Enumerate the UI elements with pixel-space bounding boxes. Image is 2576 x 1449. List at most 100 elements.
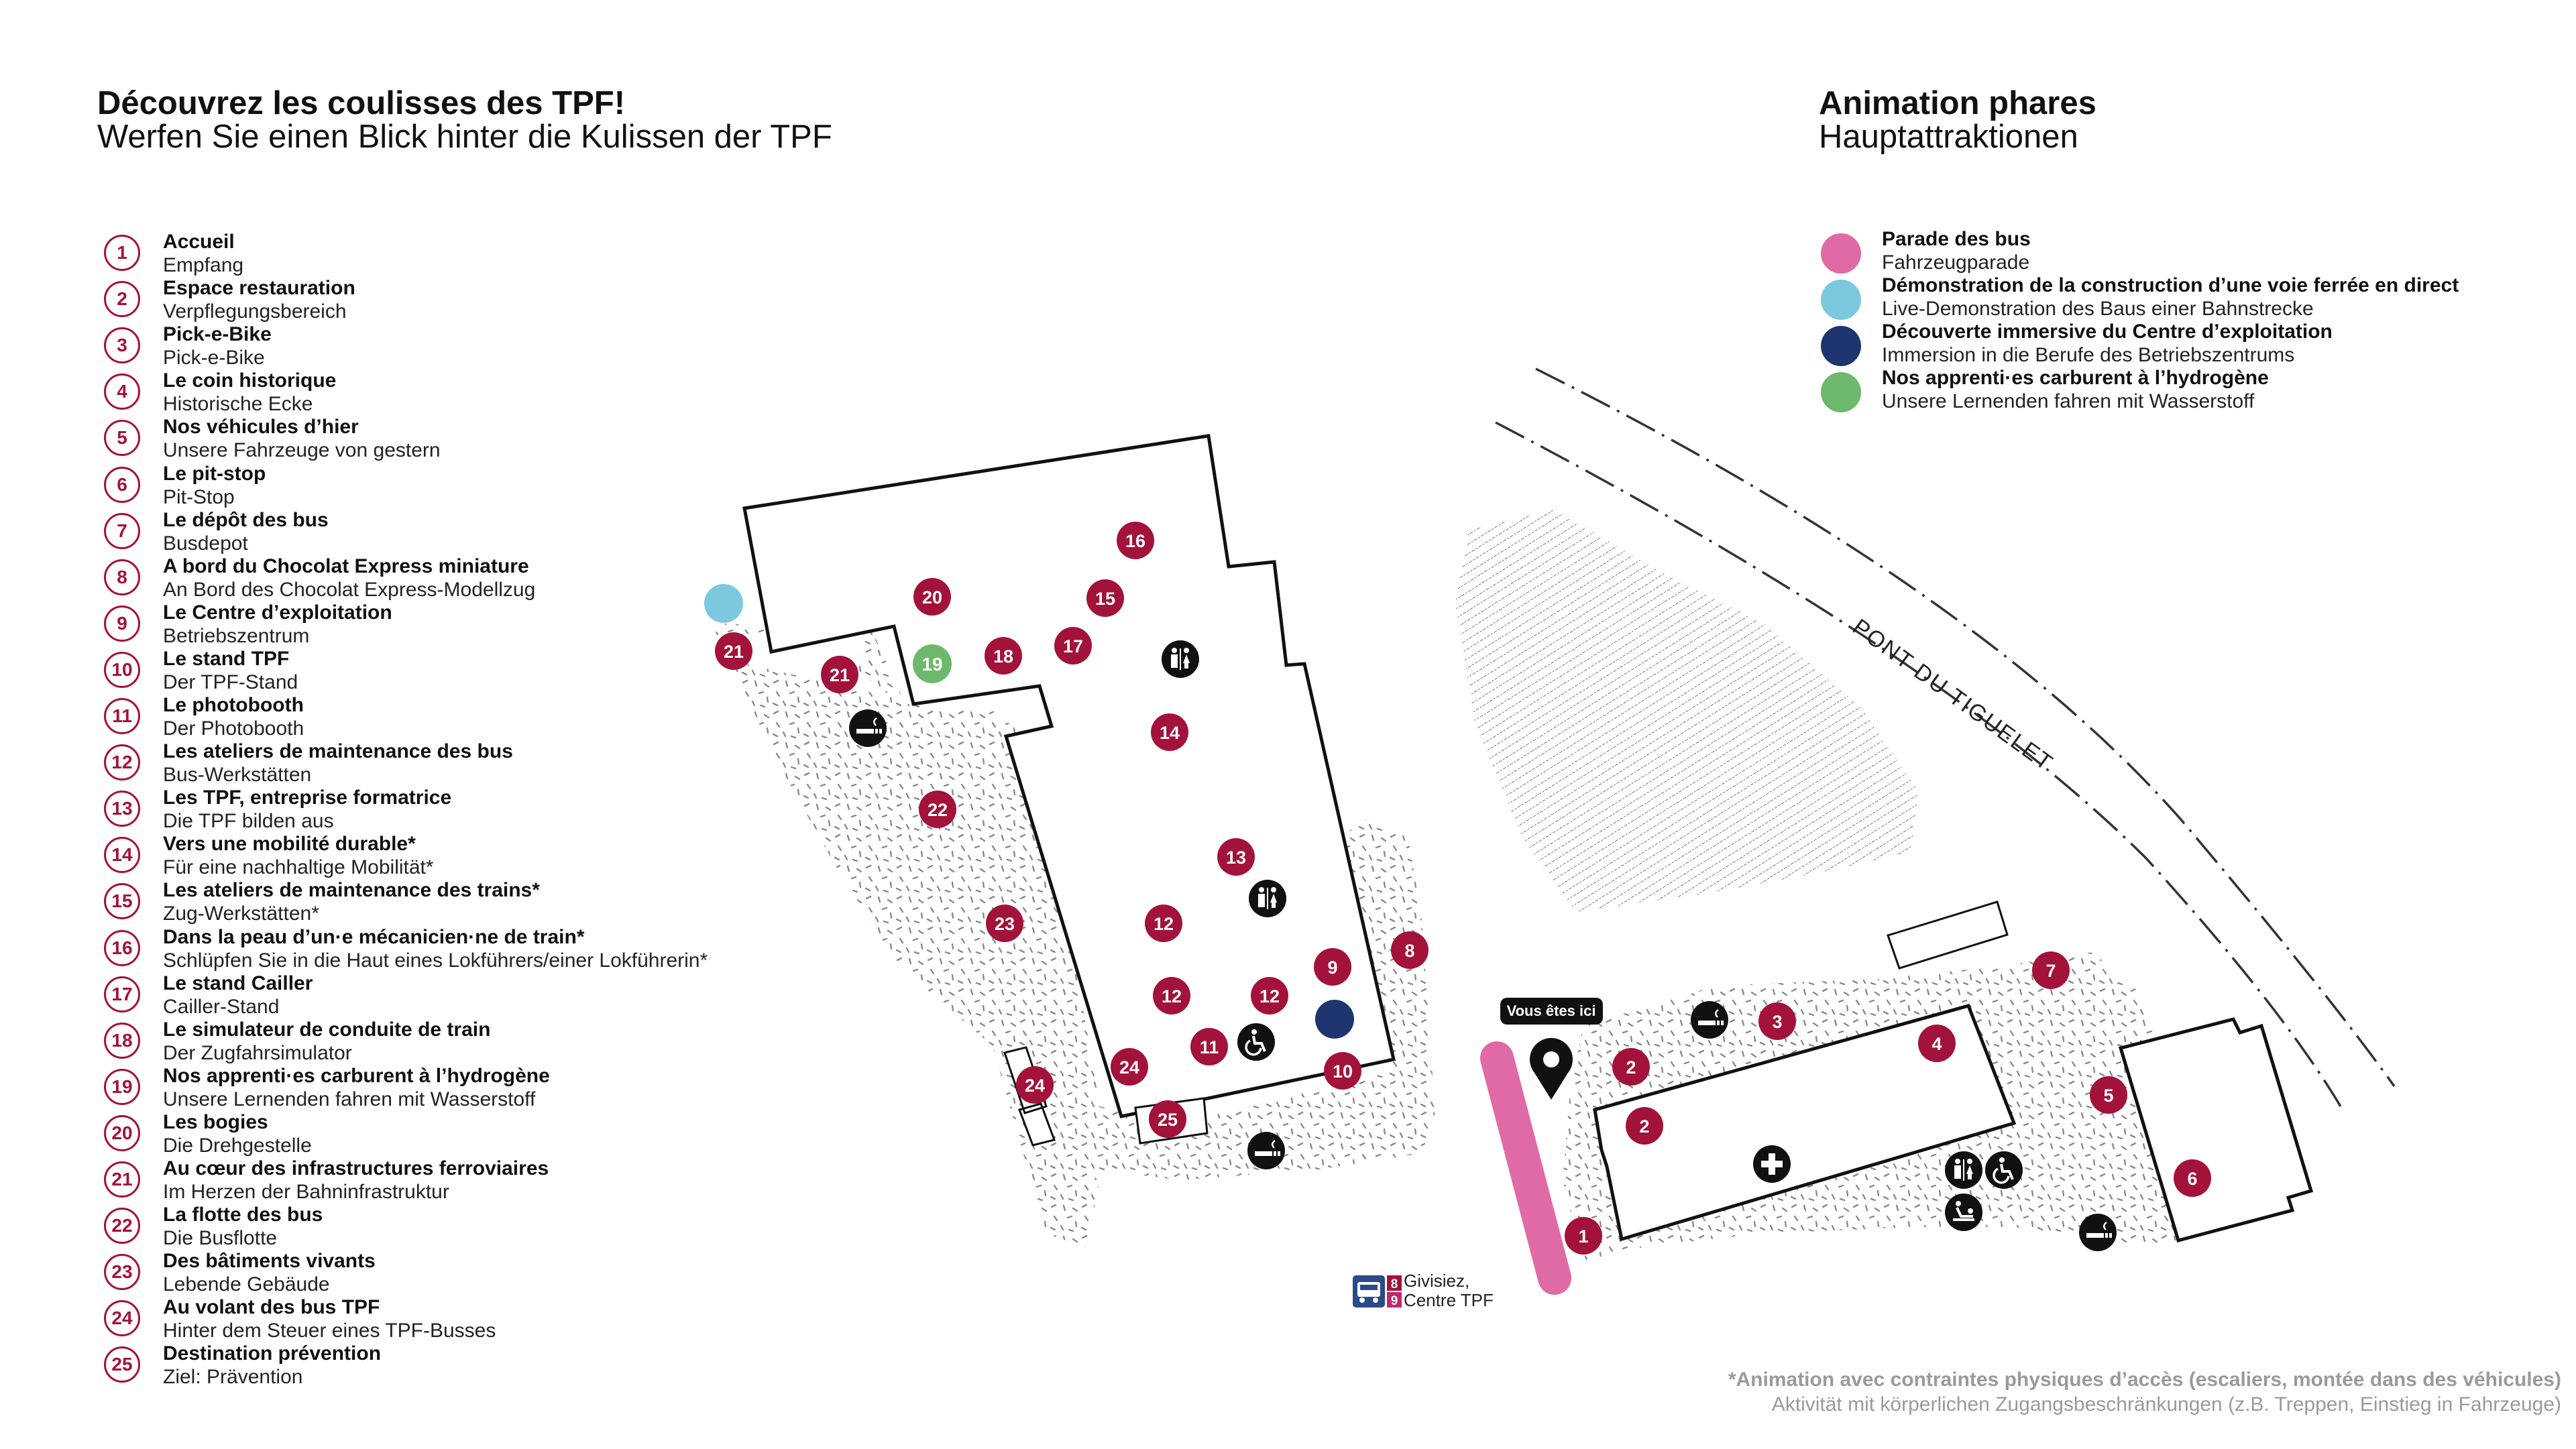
smoking-icon [849,709,887,747]
svg-text:2: 2 [1626,1057,1636,1078]
legend-label-de: Schlüpfen Sie in die Haut eines Lokführe… [163,949,708,972]
railway-line-north [1535,367,2396,1088]
map-marker-8[interactable]: 8 [1391,931,1429,969]
map-marker-9[interactable]: 9 [1314,948,1351,986]
legend-label-fr: A bord du Chocolat Express miniature [163,555,529,577]
legend-number-badge: 6 [104,466,140,503]
legend-number-badge: 16 [104,929,140,966]
legend-label-de: Lebende Gebäude [163,1273,330,1296]
map-marker-6[interactable]: 6 [2174,1159,2211,1197]
wheelchair-icon [1237,1023,1275,1061]
legend-label-fr: Nos véhicules d’hier [163,416,359,439]
attraction-label-fr: Nos apprenti·es carburent à l’hydrogène [1882,367,2269,389]
map-marker-12[interactable]: 12 [1251,977,1288,1015]
legend-number-badge: 10 [104,651,140,688]
map-marker-21[interactable]: 21 [715,632,752,670]
legend-label-de: Unsere Lernenden fahren mit Wasserstoff [163,1088,536,1110]
legend-label-de: Bus-Werkstätten [163,764,312,787]
legend-number-badge: 5 [104,420,140,457]
bus-parade-route [1480,1041,1571,1295]
map-marker-11[interactable]: 11 [1190,1028,1228,1065]
map-marker-18[interactable]: 18 [985,637,1022,675]
map-marker-22[interactable]: 22 [919,791,956,828]
attractions-title: Animation phares [1819,85,2096,121]
legend-number-badge: 23 [104,1254,140,1291]
footnote-de: Aktivität mit körperlichen Zugangsbeschr… [1771,1393,2561,1415]
map-marker-23[interactable]: 23 [986,905,1023,942]
svg-text:8: 8 [1404,941,1414,961]
operations-center-dot [1315,1000,1354,1039]
legend-label-fr: La flotte des bus [163,1204,323,1226]
map-marker-3[interactable]: 3 [1758,1002,1796,1040]
map-marker-13[interactable]: 13 [1217,838,1255,876]
legend-label-fr: Vers une mobilité durable* [163,833,416,856]
legend-label-fr: Les TPF, entreprise formatrice [163,787,452,809]
map-marker-25[interactable]: 25 [1149,1100,1186,1138]
annex-building [1887,901,2009,970]
legend-number-badge: 21 [104,1161,140,1198]
baby-changing-icon [1945,1194,1982,1231]
legend-label-de: Pit-Stop [163,485,235,508]
bus-line-9: 9 [1391,1294,1398,1308]
page-subtitle: Werfen Sie einen Blick hinter die Kuliss… [97,119,832,155]
attraction-label-fr: Découverte immersive du Centre d’exploit… [1882,321,2333,343]
bus-stop: 8 9 [1353,1275,1402,1308]
svg-text:7: 7 [2046,961,2056,981]
map-marker-24[interactable]: 24 [1111,1048,1148,1086]
map-marker-4[interactable]: 4 [1918,1025,1956,1062]
legend-label-fr: Nos apprenti·es carburent à l’hydrogène [163,1064,550,1087]
svg-text:17: 17 [1063,636,1083,656]
legend-number-badge: 20 [104,1114,140,1151]
legend-number-badge: 1 [104,235,140,271]
svg-text:2: 2 [1639,1116,1649,1137]
svg-text:23: 23 [995,914,1015,934]
hydrogen-dot: 19 [913,644,952,683]
legend-label-de: Die Busflotte [163,1227,278,1250]
svg-text:24: 24 [1025,1076,1045,1096]
map-marker-17[interactable]: 17 [1054,627,1092,664]
map-marker-15[interactable]: 15 [1086,579,1124,617]
svg-text:20: 20 [922,587,942,607]
map-marker-14[interactable]: 14 [1151,713,1188,751]
legend-number-badge: 8 [104,559,140,595]
map-marker-1[interactable]: 1 [1565,1217,1602,1255]
map-marker-20[interactable]: 20 [913,578,951,616]
svg-text:15: 15 [1095,589,1115,609]
legend-label-de: Hinter dem Steuer eines TPF-Busses [163,1320,496,1342]
map-marker-7[interactable]: 7 [2032,951,2070,989]
map-marker-2[interactable]: 2 [1612,1048,1650,1086]
map-marker-2[interactable]: 2 [1626,1107,1663,1145]
map-marker-24[interactable]: 24 [1016,1066,1054,1104]
map-marker-10[interactable]: 10 [1324,1052,1361,1090]
svg-text:3: 3 [1772,1012,1782,1032]
legend-number-badge: 24 [104,1300,140,1337]
map-marker-21[interactable]: 21 [821,656,858,693]
bus-stop-name-line2: Centre TPF [1404,1290,1494,1310]
svg-text:24: 24 [1119,1057,1139,1078]
map-marker-5[interactable]: 5 [2090,1076,2127,1114]
legend-number-badge: 11 [104,698,140,734]
legend-label-fr: Espace restauration [163,277,355,300]
map-marker-12[interactable]: 12 [1145,905,1182,942]
railway-demo-dot [704,584,743,623]
legend-number-badge: 12 [104,744,140,781]
svg-text:5: 5 [2103,1086,2113,1106]
legend-number-badge: 3 [104,327,140,364]
legend-label-fr: Le stand Cailler [163,972,313,994]
paved-area-west [711,624,1435,1247]
map-marker-12[interactable]: 12 [1153,977,1190,1015]
attraction-color-dot [1821,372,1861,412]
map-marker-16[interactable]: 16 [1117,522,1154,559]
svg-text:1: 1 [1578,1226,1588,1247]
legend-number-badge: 22 [104,1208,140,1244]
legend-number-badge: 15 [104,883,140,920]
legend-label-fr: Le coin historique [163,369,337,392]
svg-text:19: 19 [921,654,942,675]
svg-text:11: 11 [1200,1037,1219,1057]
legend-label-de: Der Photobooth [163,717,304,740]
legend-label-fr: Le Centre d’exploitation [163,601,392,624]
legend-label-de: Der TPF-Stand [163,671,298,693]
legend-label-fr: Pick-e-Bike [163,323,272,346]
svg-text:21: 21 [830,665,850,685]
